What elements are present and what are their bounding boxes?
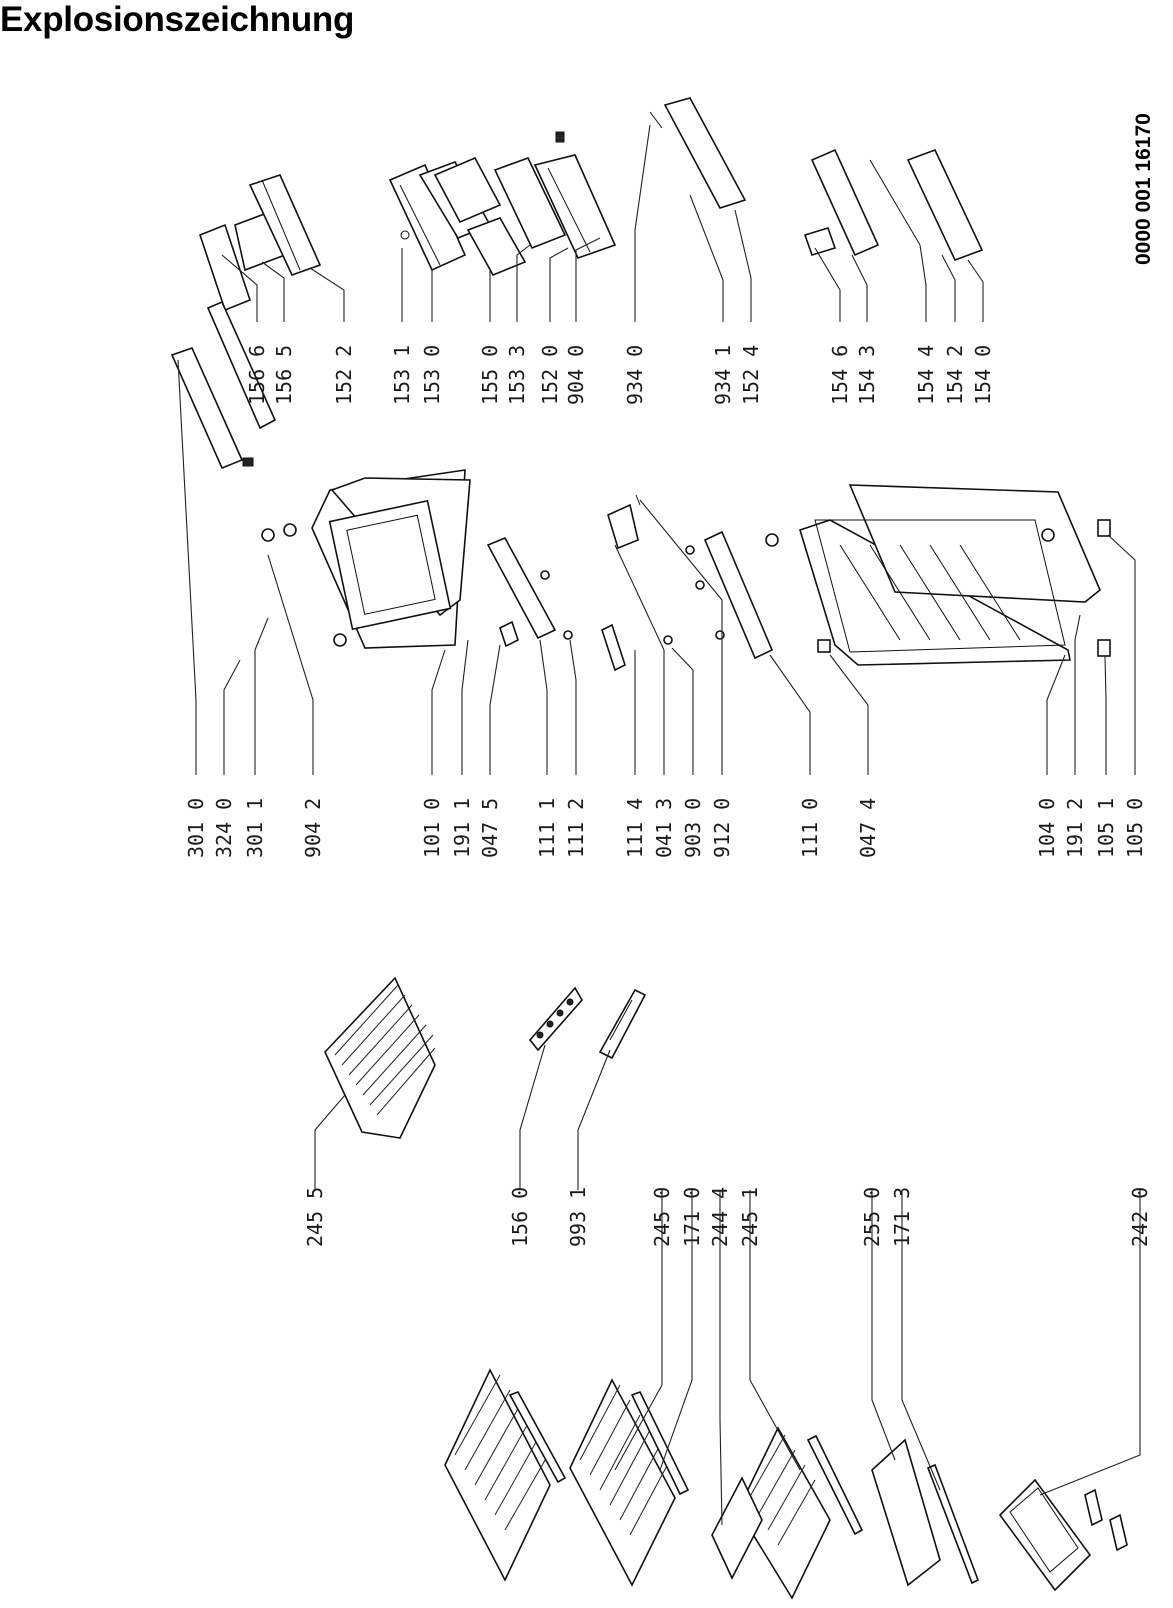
part-label: 934 0: [623, 345, 647, 405]
part-label: 154 3: [855, 345, 879, 405]
egg-tray-part: [433, 156, 527, 277]
part-label: 156 5: [272, 345, 296, 405]
document-number: 0000 001 16170: [1132, 113, 1155, 265]
part-label: 301 0: [184, 798, 208, 858]
glass-shelf-upper-part: [444, 1368, 567, 1582]
ice-cube-tray-part: [528, 986, 583, 1052]
part-label: 904 0: [564, 345, 588, 405]
top-cover-strip-part: [649, 97, 747, 209]
part-label: 245 5: [303, 1187, 327, 1247]
part-label: 244 4: [708, 1187, 732, 1247]
cover-plate-part: [871, 1438, 980, 1587]
freezer-flap-part: [170, 300, 277, 470]
part-label: 255 0: [860, 1187, 884, 1247]
part-label: 191 1: [450, 798, 474, 858]
part-label: 324 0: [212, 798, 236, 858]
hinge-bracket-part: [601, 494, 673, 672]
part-label: 171 3: [890, 1187, 914, 1247]
hinge-screw-part: [261, 523, 347, 647]
lower-door-strip-part: [685, 530, 774, 660]
part-label: 155 0: [478, 345, 502, 405]
part-label: 993 1: [566, 1187, 590, 1247]
part-label: 245 0: [650, 1187, 674, 1247]
part-label: 047 5: [478, 798, 502, 858]
part-label: 154 4: [914, 345, 938, 405]
main-door-part: [765, 484, 1111, 666]
part-label: 152 2: [332, 345, 356, 405]
vegetable-crisper-part: [998, 1478, 1128, 1592]
part-label: 171 0: [680, 1187, 704, 1247]
part-label: 301 1: [243, 798, 267, 858]
freezer-basket-part: [324, 976, 436, 1139]
part-label: 111 1: [535, 798, 559, 858]
part-label: 156 6: [245, 345, 269, 405]
diagram-title: Explosionszeichnung: [0, 0, 355, 39]
part-label: 047 4: [856, 798, 880, 858]
part-label: 245 1: [738, 1187, 762, 1247]
part-label: 105 0: [1123, 798, 1147, 858]
part-label: 154 2: [943, 345, 967, 405]
part-label: 912 0: [710, 798, 734, 858]
part-label: 105 1: [1094, 798, 1118, 858]
part-label: 191 2: [1063, 798, 1087, 858]
door-strip-part: [486, 536, 573, 648]
part-label: 152 0: [538, 345, 562, 405]
part-label: 104 0: [1035, 798, 1059, 858]
part-label: 111 0: [798, 798, 822, 858]
part-label: 153 3: [505, 345, 529, 405]
door-rack-right-part: [803, 148, 984, 262]
part-label: 152 4: [739, 345, 763, 405]
glass-shelf-lower-part: [711, 1426, 864, 1600]
part-label: 153 0: [420, 345, 444, 405]
part-label: 153 1: [390, 345, 414, 405]
part-label: 041 3: [652, 798, 676, 858]
part-label: 154 0: [971, 345, 995, 405]
freezer-compartment-door-part: [311, 469, 471, 649]
leader-lines: [177, 124, 1141, 1526]
part-label: 242 0: [1128, 1187, 1152, 1247]
part-label: 154 6: [828, 345, 852, 405]
glass-shelf-middle-part: [569, 1378, 690, 1587]
scraper-part: [598, 988, 647, 1060]
door-shelf-small-part: [199, 174, 322, 312]
part-label: 934 1: [711, 345, 735, 405]
part-label: 111 2: [564, 798, 588, 858]
part-label: 111 4: [623, 798, 647, 858]
door-bottle-shelf-part: [493, 131, 617, 259]
part-label: 904 2: [301, 798, 325, 858]
part-labels: 156 6 156 5 152 2 153 1 153 0 155 0 153 …: [184, 345, 1152, 1247]
part-label: 903 0: [681, 798, 705, 858]
part-label: 101 0: [420, 798, 444, 858]
part-label: 156 0: [508, 1187, 532, 1247]
